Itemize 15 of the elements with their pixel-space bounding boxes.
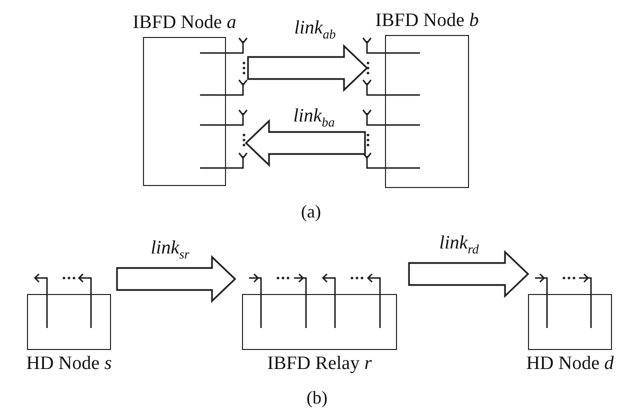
block-arrow <box>116 255 236 303</box>
panel-label: (a) <box>301 202 321 222</box>
block-arrow <box>408 250 530 298</box>
panel-label: (b) <box>306 388 328 408</box>
block-arrow <box>247 44 368 92</box>
node-label: IBFD Relay r <box>267 354 372 375</box>
node-label: HD Node s <box>26 354 112 375</box>
edge-label: link$_{sr}$ <box>150 238 190 262</box>
node-label: IBFD Node b <box>375 11 479 32</box>
block-arrow <box>244 119 366 167</box>
edge-label: link$_{ab}$ <box>293 18 337 42</box>
edge-label: link$_{rd}$ <box>438 233 480 257</box>
node-label: IBFD Node a <box>132 13 236 34</box>
node-label: HD Node d <box>526 354 614 375</box>
edge-label: link$_{ba}$ <box>292 106 336 130</box>
